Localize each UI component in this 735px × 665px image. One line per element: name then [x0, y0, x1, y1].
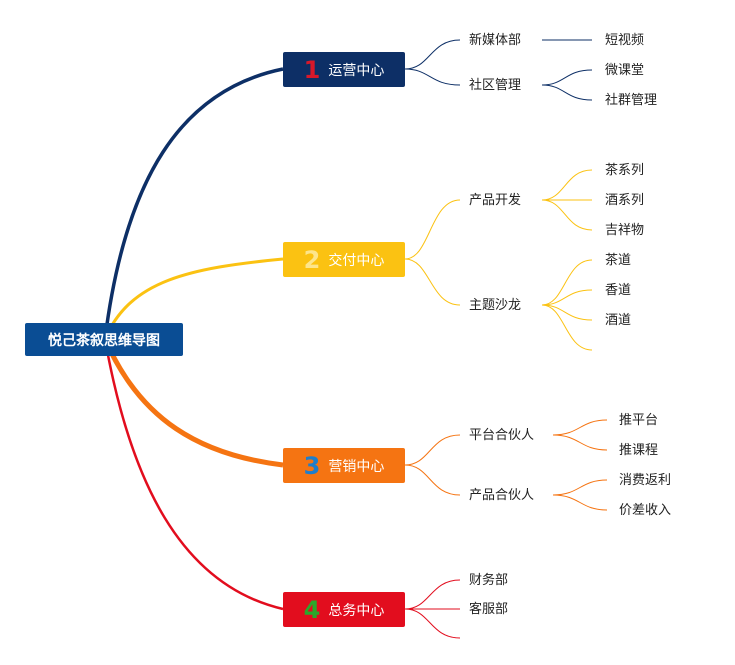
leaf-cashback[interactable]: 消费返利	[619, 473, 672, 488]
branch-number: 1	[303, 55, 321, 84]
leaf-wine-ceremony[interactable]: 酒道	[605, 313, 632, 328]
leaf-group-management[interactable]: 社群管理	[605, 93, 658, 108]
link-root-branch-1	[103, 67, 284, 340]
leaf-short-video[interactable]: 短视频	[605, 33, 645, 48]
branch-general-affairs[interactable]: 4 总务中心	[283, 592, 405, 627]
link-b2-c2-g3	[541, 304, 593, 321]
link-b2-c1-g3	[541, 199, 593, 231]
link-b2-c2-g4	[541, 304, 593, 351]
branch-marketing[interactable]: 3 营销中心	[283, 448, 405, 483]
leaf-wine-series[interactable]: 酒系列	[605, 193, 645, 208]
leaf-tea-series[interactable]: 茶系列	[605, 163, 645, 178]
root-node[interactable]: 悦己茶叙思维导图	[25, 323, 183, 356]
leaf-incense[interactable]: 香道	[605, 283, 632, 298]
leaf-price-margin[interactable]: 价差收入	[619, 503, 672, 518]
leaf-promote-course[interactable]: 推课程	[619, 443, 659, 458]
branch-label: 交付中心	[328, 252, 385, 269]
node-new-media[interactable]: 新媒体部	[469, 33, 522, 48]
link-root-branch-4	[103, 338, 284, 611]
node-salon[interactable]: 主题沙龙	[469, 298, 522, 313]
node-product-dev[interactable]: 产品开发	[469, 193, 522, 208]
link-b1-c2-g2	[541, 84, 593, 101]
link-root-branch-3	[102, 338, 284, 468]
node-finance[interactable]: 财务部	[469, 573, 509, 588]
leaf-micro-class[interactable]: 微课堂	[605, 63, 645, 78]
link-b4-c1	[404, 579, 461, 610]
leaf-tea-ceremony[interactable]: 茶道	[605, 253, 632, 268]
branch-operations[interactable]: 1 运营中心	[283, 52, 405, 87]
link-b1-c2-g1	[541, 69, 593, 86]
link-b3-c1-g2	[552, 434, 608, 451]
link-root-branch-2	[103, 257, 284, 340]
branch-number: 3	[303, 451, 321, 480]
link-b3-c2	[404, 464, 461, 496]
node-customer-service[interactable]: 客服部	[469, 602, 509, 617]
node-platform-partner[interactable]: 平台合伙人	[469, 428, 535, 443]
link-b2-c1	[404, 199, 461, 260]
leaf-promote-platform[interactable]: 推平台	[619, 413, 659, 428]
node-product-partner[interactable]: 产品合伙人	[469, 488, 535, 503]
branch-number: 4	[303, 595, 321, 624]
link-b2-c2-g2	[541, 289, 593, 306]
link-b3-c2-g2	[552, 494, 608, 511]
link-b1-c1	[404, 39, 461, 70]
branch-label: 总务中心	[328, 602, 385, 619]
branch-label: 运营中心	[328, 62, 385, 79]
link-b3-c1	[404, 434, 461, 466]
branch-delivery[interactable]: 2 交付中心	[283, 242, 405, 277]
branch-label: 营销中心	[328, 458, 385, 475]
link-b4-c3	[404, 608, 461, 639]
link-b3-c1-g1	[552, 419, 608, 436]
branch-number: 2	[303, 245, 321, 274]
link-b2-c2-g1	[541, 259, 593, 306]
link-b2-c1-g1	[541, 169, 593, 201]
link-b2-c2	[404, 258, 461, 306]
leaf-mascot[interactable]: 吉祥物	[605, 223, 645, 238]
link-b1-c2	[404, 68, 461, 86]
link-b3-c2-g1	[552, 479, 608, 496]
node-community[interactable]: 社区管理	[469, 78, 522, 93]
root-label: 悦己茶叙思维导图	[48, 332, 160, 349]
